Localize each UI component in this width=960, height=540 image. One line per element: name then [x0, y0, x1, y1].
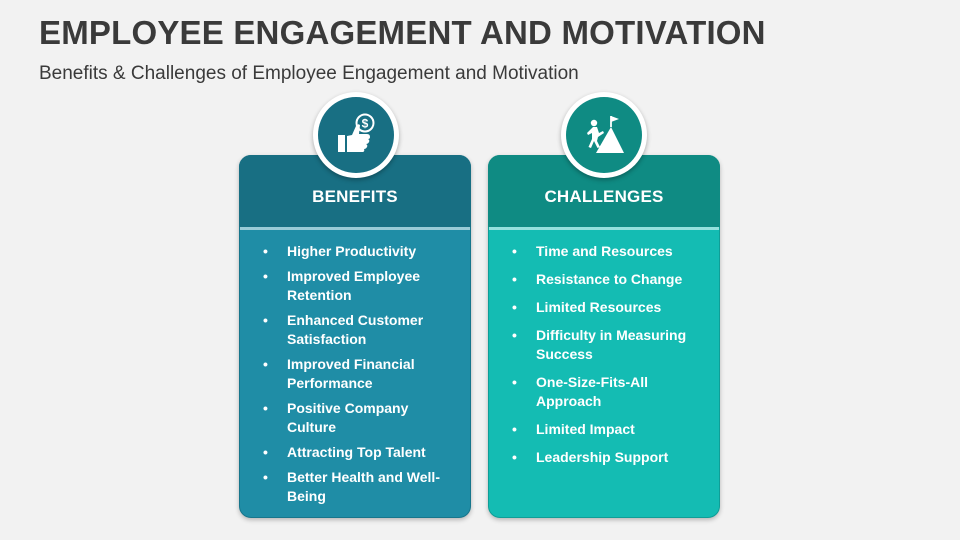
benefits-list-item: Higher Productivity	[263, 242, 452, 261]
benefits-list-item: Improved Financial Performance	[263, 355, 452, 393]
benefits-list-item: Enhanced Customer Satisfaction	[263, 311, 452, 349]
challenges-list-item: Resistance to Change	[512, 270, 701, 289]
challenges-icon-badge	[561, 92, 647, 178]
page-title: EMPLOYEE ENGAGEMENT AND MOTIVATION	[39, 14, 766, 51]
benefits-divider	[240, 227, 470, 230]
challenges-list-item: One-Size-Fits-All Approach	[512, 373, 701, 411]
climber-flag-icon	[587, 116, 624, 153]
benefits-list-item: Positive Company Culture	[263, 399, 452, 437]
page-subtitle: Benefits & Challenges of Employee Engage…	[39, 63, 579, 84]
challenges-list-item: Leadership Support	[512, 448, 701, 467]
svg-text:$: $	[362, 117, 369, 131]
challenges-list-item: Time and Resources	[512, 242, 701, 261]
benefits-list-item: Attracting Top Talent	[263, 443, 452, 462]
benefits-heading: BENEFITS	[312, 187, 398, 206]
challenges-list-item: Limited Impact	[512, 420, 701, 439]
benefits-card: BENEFITS Higher Productivity Improved Em…	[239, 155, 471, 518]
benefits-icon-badge: $	[313, 92, 399, 178]
challenges-list: Time and Resources Resistance to Change …	[489, 242, 719, 476]
challenges-divider	[489, 227, 719, 230]
challenges-heading: CHALLENGES	[544, 187, 664, 206]
challenges-list-item: Difficulty in Measuring Success	[512, 326, 701, 364]
challenges-list-item: Limited Resources	[512, 298, 701, 317]
challenges-card: CHALLENGES Time and Resources Resistance…	[488, 155, 720, 518]
benefits-list-item: Better Health and Well-Being	[263, 468, 452, 506]
thumbs-up-dollar-icon: $	[338, 113, 375, 152]
benefits-list-item: Improved Employee Retention	[263, 267, 452, 305]
benefits-list: Higher Productivity Improved Employee Re…	[240, 242, 470, 512]
